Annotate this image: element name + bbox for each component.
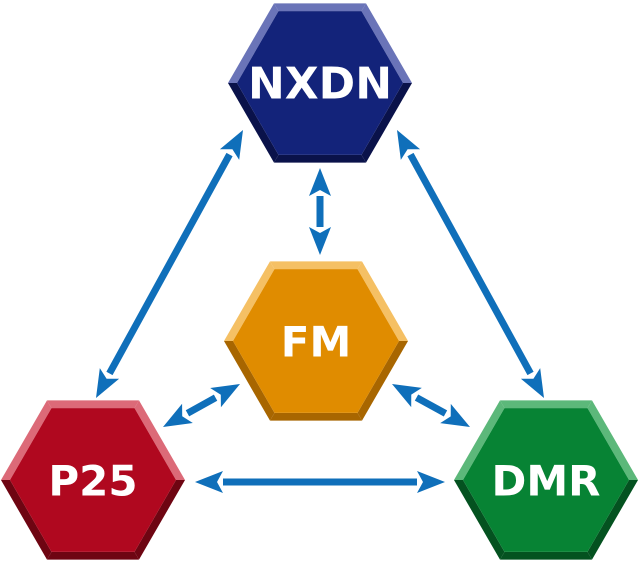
- arrowhead-end: [163, 403, 193, 427]
- hex-face: [237, 11, 403, 155]
- hex-bevel-top: [500, 400, 592, 409]
- hex-face: [10, 408, 176, 552]
- hex-bevel-top: [270, 261, 362, 270]
- arrow-fm-p25: [163, 384, 240, 427]
- node-label-dmr: DMR: [492, 457, 601, 506]
- arrow-nxdn-dmr: [397, 130, 544, 398]
- node-label-p25: P25: [48, 457, 137, 506]
- arrow-shaft: [185, 394, 218, 417]
- arrowhead-end: [520, 368, 544, 398]
- hex-bevel-left-top: [1, 400, 52, 480]
- arrow-fm-dmr: [392, 384, 470, 427]
- hex-bevel-top: [47, 400, 139, 409]
- node-label-nxdn: NXDN: [248, 59, 392, 110]
- arrowhead-start: [219, 130, 243, 160]
- arrow-shaft: [414, 394, 448, 417]
- protocol-nodes: NXDN FM P25 DMR: [1, 3, 638, 560]
- hex-bevel-right-top: [357, 261, 408, 341]
- arrow-shaft: [223, 478, 417, 486]
- arrowhead-end: [309, 227, 331, 255]
- node-nxdn: NXDN: [228, 3, 412, 163]
- connection-arrows: [96, 130, 544, 493]
- arrow-nxdn-p25: [96, 130, 243, 398]
- hex-face: [233, 269, 399, 413]
- hex-bevel-top: [274, 3, 366, 12]
- hex-bevel-left-top: [228, 3, 279, 83]
- hex-bevel-right-bottom: [134, 480, 185, 560]
- hex-bevel-bottom: [274, 154, 366, 163]
- arrowhead-start: [397, 130, 421, 160]
- arrow-shaft: [407, 152, 534, 376]
- node-label-fm: FM: [281, 318, 352, 367]
- hex-face: [463, 408, 629, 552]
- arrowhead-end: [96, 368, 120, 398]
- hex-bevel-right-bottom: [361, 83, 412, 163]
- hex-bevel-right-top: [134, 400, 185, 480]
- node-p25: P25: [1, 400, 185, 560]
- hex-bevel-bottom: [500, 551, 592, 560]
- node-fm: FM: [224, 261, 408, 421]
- hex-bevel-left-bottom: [228, 83, 279, 163]
- arrowhead-start: [392, 384, 422, 408]
- hex-bevel-bottom: [270, 412, 362, 421]
- hex-bevel-right-top: [361, 3, 412, 83]
- arrow-nxdn-fm: [309, 168, 331, 255]
- hex-bevel-right-bottom: [587, 480, 638, 560]
- hex-bevel-right-top: [587, 400, 638, 480]
- hex-bevel-right-bottom: [357, 341, 408, 421]
- node-dmr: DMR: [454, 400, 638, 560]
- arrow-shaft: [106, 152, 233, 376]
- hex-bevel-bottom: [47, 551, 139, 560]
- arrowhead-end: [440, 403, 470, 427]
- arrow-shaft: [316, 196, 324, 227]
- hex-bevel-left-bottom: [1, 480, 52, 560]
- arrowhead-start: [210, 384, 240, 408]
- hex-bevel-left-bottom: [224, 341, 275, 421]
- arrow-p25-dmr: [195, 471, 445, 493]
- hex-bevel-left-bottom: [454, 480, 505, 560]
- hex-bevel-left-top: [454, 400, 505, 480]
- arrowhead-end: [417, 471, 445, 493]
- hex-bevel-left-top: [224, 261, 275, 341]
- arrowhead-start: [195, 471, 223, 493]
- arrowhead-start: [309, 168, 331, 196]
